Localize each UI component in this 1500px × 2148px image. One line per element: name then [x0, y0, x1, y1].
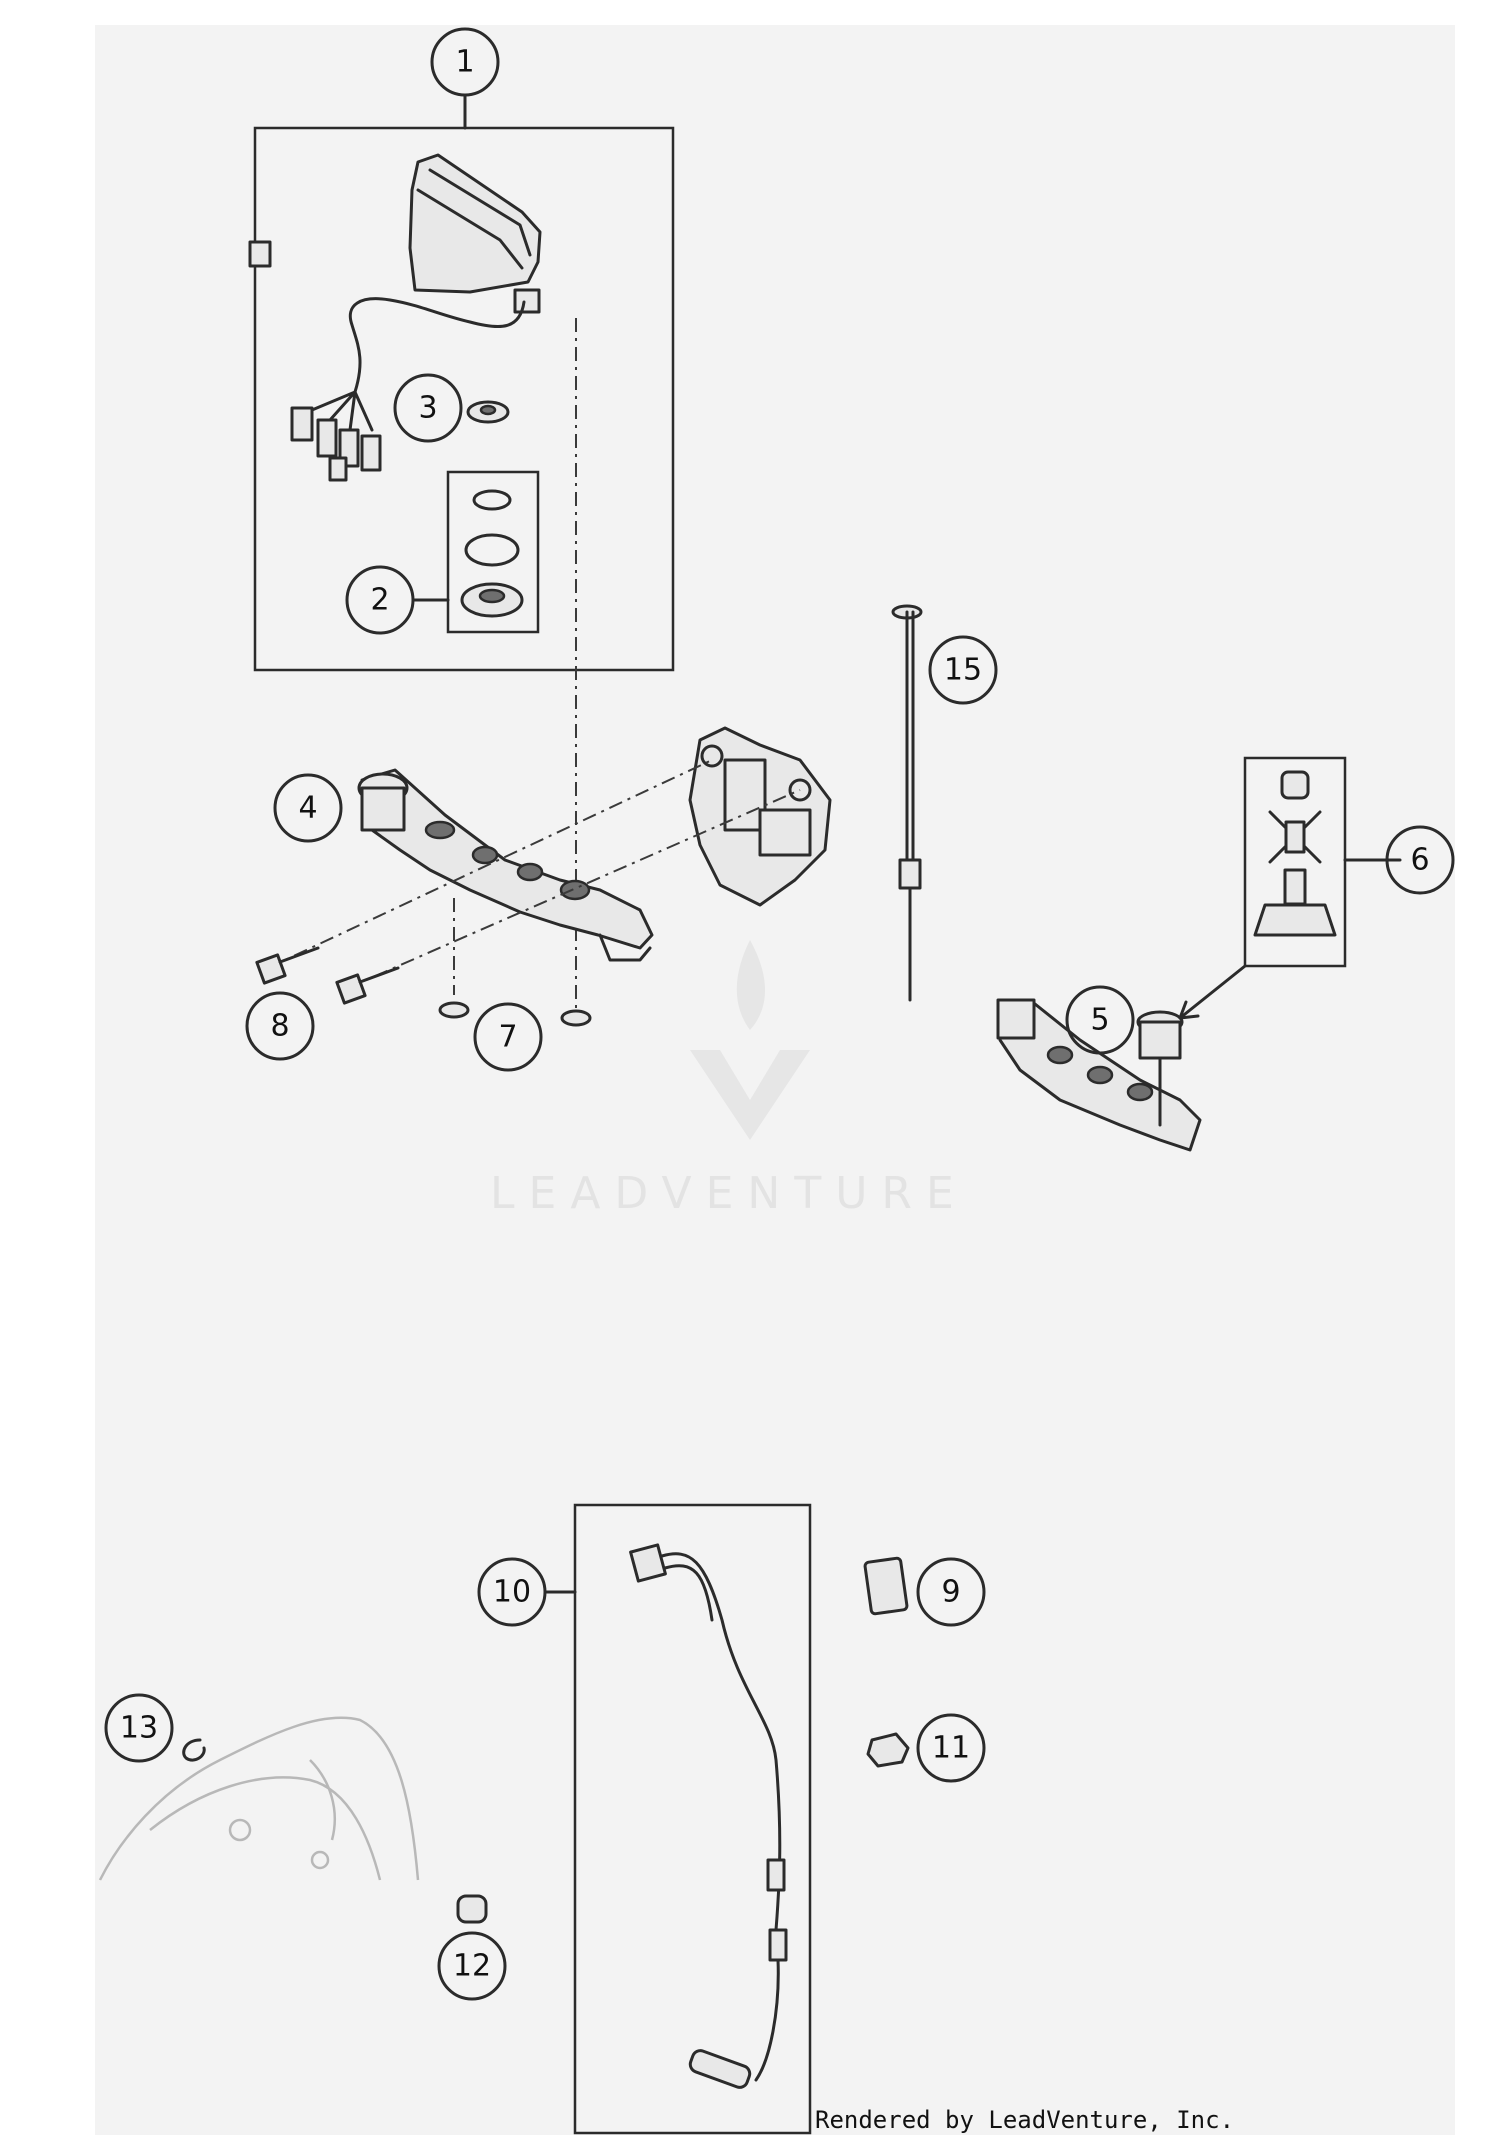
callout-label-8: 8	[270, 1009, 289, 1044]
callout-11: 11	[916, 1713, 986, 1783]
callout-label-4: 4	[298, 791, 317, 826]
sensor-cable-group	[543, 1503, 812, 2135]
right-clamp-assembly	[891, 604, 1402, 1152]
grommet-12	[456, 1894, 488, 1924]
callout-label-3: 3	[418, 391, 437, 426]
callout-label-15: 15	[944, 653, 982, 688]
callout-5: 5	[1065, 985, 1135, 1055]
callout-8: 8	[245, 991, 315, 1061]
callout-10: 10	[477, 1557, 547, 1627]
frame-outline	[98, 1716, 420, 1881]
callout-label-5: 5	[1090, 1003, 1109, 1038]
callout-label-6: 6	[1410, 843, 1429, 878]
callout-15: 15	[928, 635, 998, 705]
callout-label-1: 1	[455, 45, 474, 80]
triple-clamp-assembly	[255, 726, 832, 1027]
callout-label-12: 12	[453, 1949, 491, 1984]
render-credit: Rendered by LeadVenture, Inc.	[815, 2106, 1235, 2134]
callout-label-9: 9	[941, 1575, 960, 1610]
callout-label-11: 11	[932, 1731, 970, 1766]
callout-label-13: 13	[120, 1711, 158, 1746]
watermark: LEADVENTURE	[490, 940, 968, 1219]
clip-13	[182, 1738, 206, 1762]
callout-label-2: 2	[370, 583, 389, 618]
callout-3: 3	[393, 373, 463, 443]
callout-label-10: 10	[493, 1575, 531, 1610]
callout-13: 13	[104, 1693, 174, 1763]
callout-label-7: 7	[498, 1020, 517, 1055]
instrument-cluster-group	[248, 94, 675, 672]
callout-12: 12	[437, 1931, 507, 2001]
callout-6: 6	[1385, 825, 1455, 895]
clip-9	[863, 1556, 909, 1616]
callout-1: 1	[430, 27, 500, 97]
callout-9: 9	[916, 1557, 986, 1627]
callout-2: 2	[345, 565, 415, 635]
callout-7: 7	[473, 1002, 543, 1072]
callout-4: 4	[273, 773, 343, 843]
clip-11	[866, 1732, 910, 1768]
watermark-text: LEADVENTURE	[490, 1168, 968, 1219]
